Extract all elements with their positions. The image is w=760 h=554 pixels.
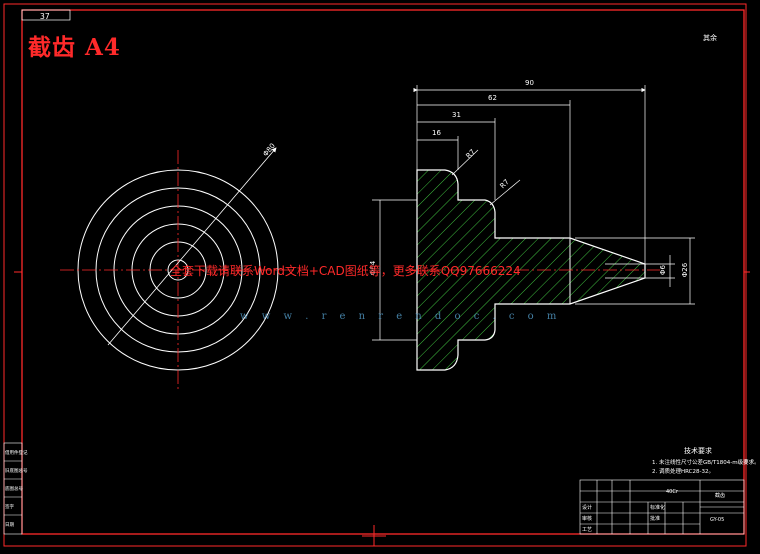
side-label-5: 日期: [5, 523, 14, 528]
title-block-label-standard: 标准化: [650, 505, 666, 511]
drawing-title: 截齿 A4: [28, 34, 121, 61]
diameter-leader: [107, 147, 277, 346]
title-block-drawing-no: GY-05: [710, 517, 725, 523]
dim-31: 31: [452, 111, 461, 119]
requirement-1: 1. 未注线性尺寸公差GB/T1804-m级要求。: [652, 460, 760, 466]
side-label-3: 底图总号: [5, 487, 23, 492]
dim-tip-diameter: Φ6: [658, 265, 667, 275]
title-block-material: 40Cr: [666, 489, 678, 495]
title-block-part-name: 截齿: [715, 493, 726, 499]
side-label-2: 旧底图总号: [5, 469, 28, 474]
corner-tag: 37: [40, 12, 50, 21]
end-view-centerlines: [60, 150, 296, 390]
watermark-text: 全套下载请联系Word文档+CAD图纸等，更多联系QQ97666224: [170, 264, 521, 278]
dim-62: 62: [488, 94, 497, 102]
title-block-label-review: 审核: [582, 516, 593, 522]
title-block-label-process: 工艺: [582, 527, 593, 533]
drawing-sheet: 37 截齿 A4 其余 90 62 31 16 R7 R7 Φ80 Φ64 Φ6…: [3, 3, 760, 547]
dim-90: 90: [525, 79, 534, 87]
side-strip: [3, 442, 23, 535]
watermark-site: w w w . r e n r e n d o c . c o m: [240, 311, 562, 322]
dim-16: 16: [432, 129, 441, 137]
title-block: [579, 479, 745, 535]
requirements-title: 技术要求: [684, 447, 712, 455]
dimension-lines: [372, 85, 695, 341]
title-block-label-approve: 批准: [650, 516, 661, 522]
title-block-label-design: 设计: [582, 505, 593, 511]
dim-shank-diameter: Φ26: [681, 262, 690, 278]
outer-border: [3, 3, 747, 547]
side-label-1: 借用件登记: [5, 451, 28, 456]
requirement-2: 2. 调质处理HRC28-32。: [652, 469, 715, 475]
roughness-note: 其余: [703, 34, 717, 42]
corner-box: [21, 9, 71, 21]
side-label-4: 签字: [5, 505, 14, 510]
